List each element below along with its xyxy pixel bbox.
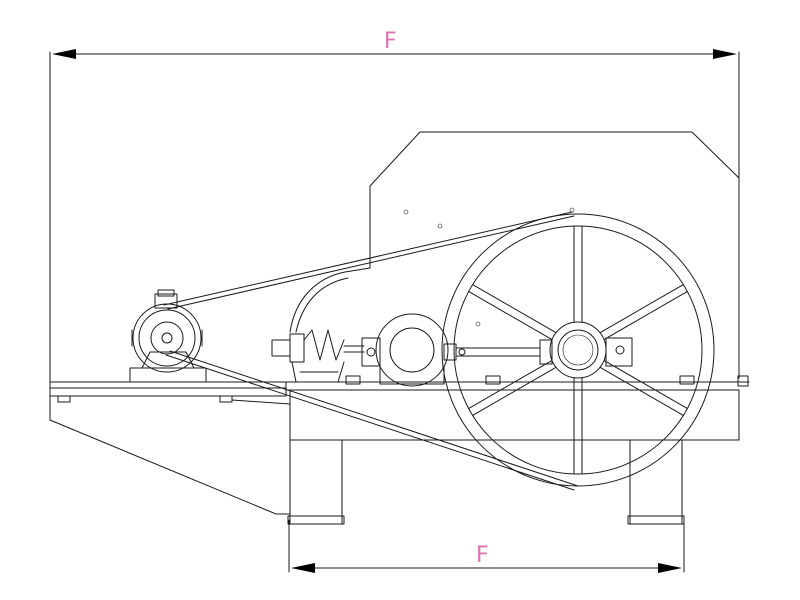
flywheel-spokes	[468, 225, 688, 475]
machine-housing	[369, 131, 740, 379]
bottom-dimension-label: F	[476, 543, 489, 568]
frame-legs	[287, 439, 685, 525]
crusher-body	[289, 267, 371, 333]
flywheel-spoke-edge	[599, 366, 684, 416]
flywheel-spoke-edge	[603, 290, 688, 340]
top-dimension: F	[49, 29, 740, 421]
connecting-rod	[443, 339, 553, 365]
flywheel-spoke-edge	[472, 366, 557, 416]
motor-platform	[49, 381, 291, 515]
eccentric-housing	[375, 313, 449, 387]
main-frame	[285, 375, 750, 441]
top-dimension-label: F	[384, 29, 397, 54]
flywheel-spoke-edge	[472, 284, 557, 334]
flywheel-spoke-edge	[468, 360, 553, 410]
drive-belt	[163, 211, 579, 491]
flywheel	[441, 207, 715, 487]
flywheel-spoke-edge	[599, 284, 684, 334]
dimension-arrow-left	[291, 563, 315, 573]
right-bearing	[605, 337, 633, 367]
bottom-dimension: F	[288, 519, 685, 573]
dimension-arrow-left	[52, 49, 76, 59]
flywheel-spoke-edge	[603, 360, 688, 410]
dimension-arrow-right	[658, 563, 682, 573]
tension-spring-assembly	[271, 329, 381, 383]
flywheel-spoke-edge	[468, 290, 553, 340]
dimension-arrow-right	[713, 49, 737, 59]
